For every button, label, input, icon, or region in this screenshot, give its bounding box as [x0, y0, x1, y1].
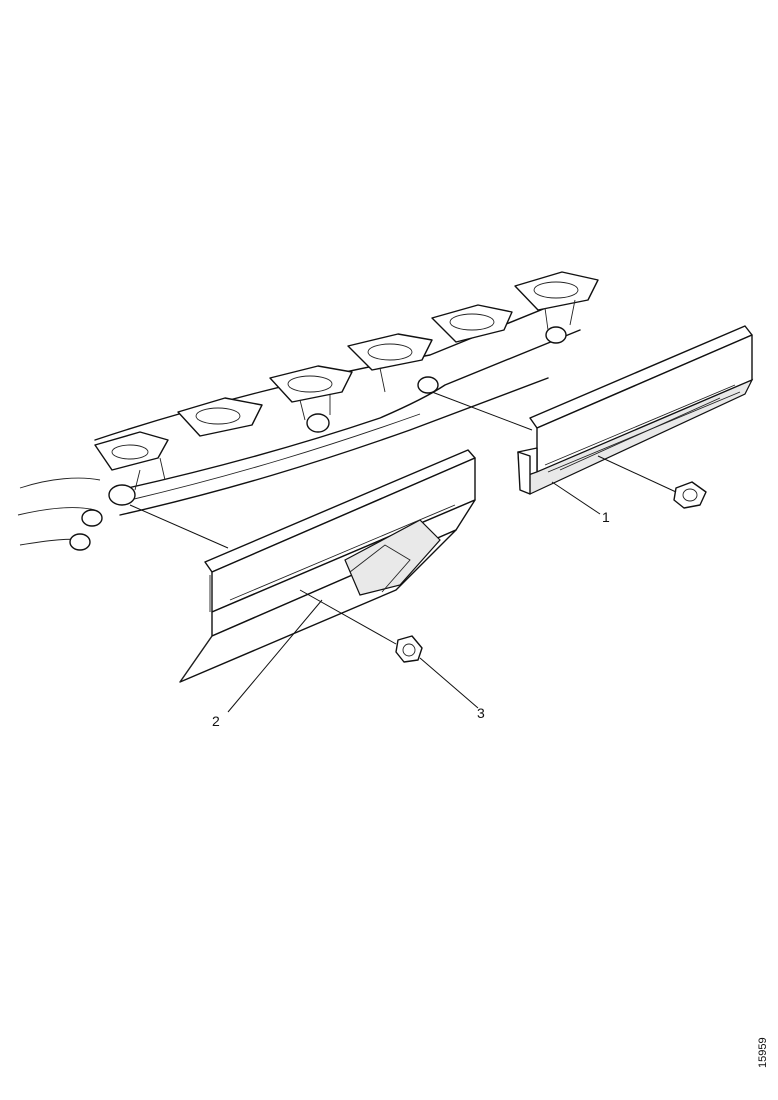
callout-2-label: 2	[212, 713, 220, 729]
manifold-port-flange	[514, 271, 599, 311]
exhaust-manifold	[17, 271, 599, 551]
manifold-port-flange	[347, 333, 433, 371]
manifold-port-flange	[269, 365, 353, 403]
manifold-port-flange	[431, 304, 513, 343]
figure-id: 15959	[757, 1037, 769, 1068]
callout-3-label: 3	[477, 705, 485, 721]
heat-shield-rear	[517, 325, 754, 495]
heat-shield-front	[179, 449, 476, 683]
manifold-port-flange	[177, 397, 263, 437]
manifold-port-flange	[94, 431, 169, 471]
bolt-front-shield	[395, 635, 423, 663]
callout-1-label: 1	[602, 509, 610, 525]
assembly-lines	[129, 391, 677, 713]
bolt-rear-shield	[673, 481, 707, 509]
